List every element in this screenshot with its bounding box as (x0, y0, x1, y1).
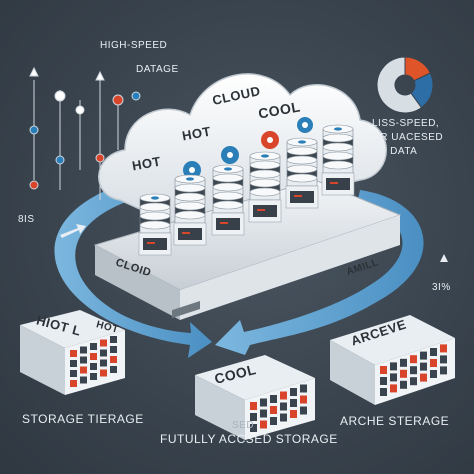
right-arrow-icon (440, 254, 448, 262)
rack-unit (80, 366, 87, 374)
rack-unit (390, 362, 397, 371)
server-stack (285, 137, 319, 209)
sed-label: SED (232, 420, 255, 431)
rack-unit (270, 406, 277, 414)
pie-chart-icon (376, 56, 434, 114)
rack-unit (440, 344, 447, 353)
rack-unit (300, 406, 307, 415)
rack-unit (420, 351, 427, 360)
storage-tierage-label: STORAGE TIERAGE (22, 412, 144, 426)
rack-unit (260, 398, 267, 407)
rack-unit (290, 388, 297, 396)
rack-unit (440, 355, 447, 364)
liss-speed-line1: LISS-SPEED, (372, 118, 440, 129)
rack-unit (260, 409, 267, 418)
percent-right-label: 3I% (432, 282, 451, 293)
left-arrow-icon (60, 224, 86, 238)
rack-unit (280, 402, 287, 411)
rack-unit (250, 424, 257, 432)
server-platform (93, 179, 402, 320)
rack-unit (410, 366, 417, 375)
rack-unit (430, 359, 437, 367)
server-stack (248, 151, 282, 223)
rack-unit (80, 376, 87, 384)
pie-slice (404, 56, 432, 82)
rack-unit (400, 380, 407, 389)
rack-unit (410, 377, 417, 386)
rack-unit (110, 336, 117, 343)
cloud-discs (183, 117, 313, 179)
rack-unit (90, 343, 97, 350)
rack-unit (70, 360, 77, 367)
rack-unit (70, 350, 77, 357)
futully-accessed-label: FUTULLY ACCSED STORAGE (160, 432, 338, 446)
rack-unit (100, 339, 107, 347)
rack-unit (100, 369, 107, 377)
archive-sterage-label: ARCHE STERAGE (340, 414, 450, 428)
liss-speed-line2: OR UACESED (372, 132, 444, 143)
rack-unit (390, 373, 397, 382)
high-speed-label: HIGH-SPEED (100, 40, 168, 51)
liss-speed-line3: OF DATA (372, 146, 418, 157)
pie-slice (410, 72, 434, 109)
cool-storage-box (195, 355, 315, 440)
rack-unit (280, 413, 287, 422)
rack-unit (270, 395, 277, 403)
rack-unit (70, 380, 77, 387)
rack-unit (100, 349, 107, 357)
rack-unit (300, 395, 307, 404)
rack-unit (300, 384, 307, 393)
rack-unit (270, 417, 277, 425)
rack-unit (80, 346, 87, 354)
server-stack (211, 164, 245, 236)
rack-unit (380, 366, 387, 374)
rack-unit (400, 358, 407, 367)
pie-slice (376, 56, 423, 114)
rack-unit (280, 391, 287, 400)
rack-unit (290, 399, 297, 407)
flow-loop (54, 175, 424, 358)
percent-left-label: 8IS (18, 214, 35, 225)
rack-unit (420, 362, 427, 371)
rack-unit (380, 377, 387, 385)
rack-unit (260, 420, 267, 429)
rack-unit (90, 353, 97, 360)
rack-unit (110, 366, 117, 373)
hot-storage-box (20, 310, 125, 395)
rack-unit (410, 355, 417, 364)
archive-storage-box (330, 315, 455, 405)
rack-unit (90, 363, 97, 370)
rack-unit (250, 413, 257, 421)
datage-label: DATAGE (136, 64, 179, 75)
rack-unit (380, 388, 387, 396)
rack-unit (430, 348, 437, 356)
server-stack (138, 193, 172, 256)
rack-unit (90, 373, 97, 380)
rack-unit (390, 384, 397, 393)
rack-unit (290, 410, 297, 418)
rack-unit (440, 366, 447, 375)
rack-unit (100, 359, 107, 367)
rack-unit (80, 356, 87, 364)
rack-unit (70, 370, 77, 377)
rack-unit (110, 346, 117, 353)
rack-unit (430, 370, 437, 378)
rack-unit (420, 373, 427, 382)
rack-unit (400, 369, 407, 378)
server-stack (173, 174, 207, 246)
server-stacks (138, 124, 355, 256)
server-stack (321, 124, 355, 196)
rack-unit (110, 356, 117, 363)
rack-unit (250, 402, 257, 410)
